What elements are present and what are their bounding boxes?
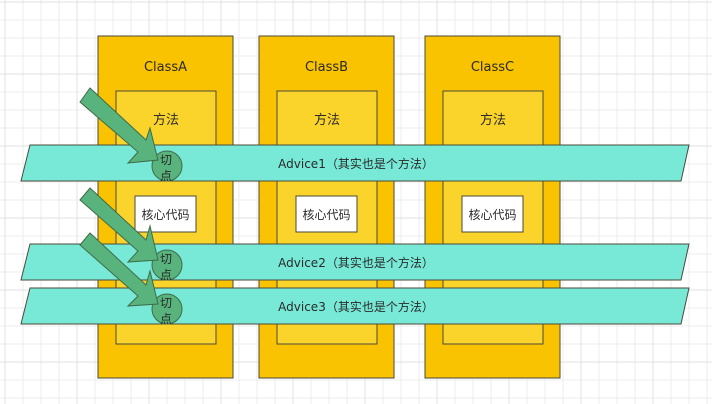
arrow-3-icon xyxy=(79,232,159,307)
advice-2-label: Advice2（其实也是个方法） xyxy=(278,255,434,270)
pointcut-3-label-top: 切 xyxy=(160,296,172,310)
arrow-1-icon xyxy=(79,87,159,164)
pointcut-group-3: 切 点 xyxy=(79,232,183,326)
advice-3-label: Advice3（其实也是个方法） xyxy=(278,299,434,314)
pointcut-3-circle xyxy=(151,293,183,325)
pointcut-2-label-top: 切 xyxy=(160,252,172,266)
pointcut-2-label-bottom: 点 xyxy=(160,268,172,282)
pointcut-1-label-bottom: 点 xyxy=(160,169,172,183)
advice-band-2: Advice2（其实也是个方法） xyxy=(20,243,690,281)
class-box-c: ClassC 方法 核心代码 xyxy=(424,35,561,379)
class-a-method-label: 方法 xyxy=(153,112,179,128)
class-b-title: ClassB xyxy=(305,60,348,75)
class-c-method-label: 方法 xyxy=(480,112,506,128)
class-box-b: ClassB 方法 核心代码 xyxy=(258,35,395,379)
pointcut-2-circle xyxy=(151,249,183,281)
pointcut-3-label-bottom: 点 xyxy=(160,312,172,326)
class-a-core-code-box xyxy=(134,195,197,233)
class-c-core-code-box xyxy=(461,195,524,233)
advice-1-shape xyxy=(20,144,690,182)
advice-2-shape xyxy=(20,243,690,281)
class-c-core-code-label: 核心代码 xyxy=(468,208,516,222)
pointcut-group-1: 切 点 xyxy=(79,87,183,183)
advice-band-1: Advice1（其实也是个方法） xyxy=(20,144,690,182)
advice-1-label: Advice1（其实也是个方法） xyxy=(278,156,434,171)
class-b-method-label: 方法 xyxy=(314,112,340,128)
class-c-title: ClassC xyxy=(471,60,514,75)
class-a-title: ClassA xyxy=(144,60,187,75)
pointcut-group-2: 切 点 xyxy=(79,187,183,282)
class-b-core-code-label: 核心代码 xyxy=(302,208,350,222)
class-b-core-code-box xyxy=(295,195,358,233)
class-a-core-code-label: 核心代码 xyxy=(141,208,189,222)
arrow-2-icon xyxy=(79,187,159,263)
pointcut-1-label-top: 切 xyxy=(160,153,172,167)
advice-band-3: Advice3（其实也是个方法） xyxy=(20,287,690,325)
pointcut-1-circle xyxy=(151,150,183,182)
advice-3-shape xyxy=(20,287,690,325)
class-box-a: ClassA 方法 核心代码 xyxy=(97,35,234,379)
